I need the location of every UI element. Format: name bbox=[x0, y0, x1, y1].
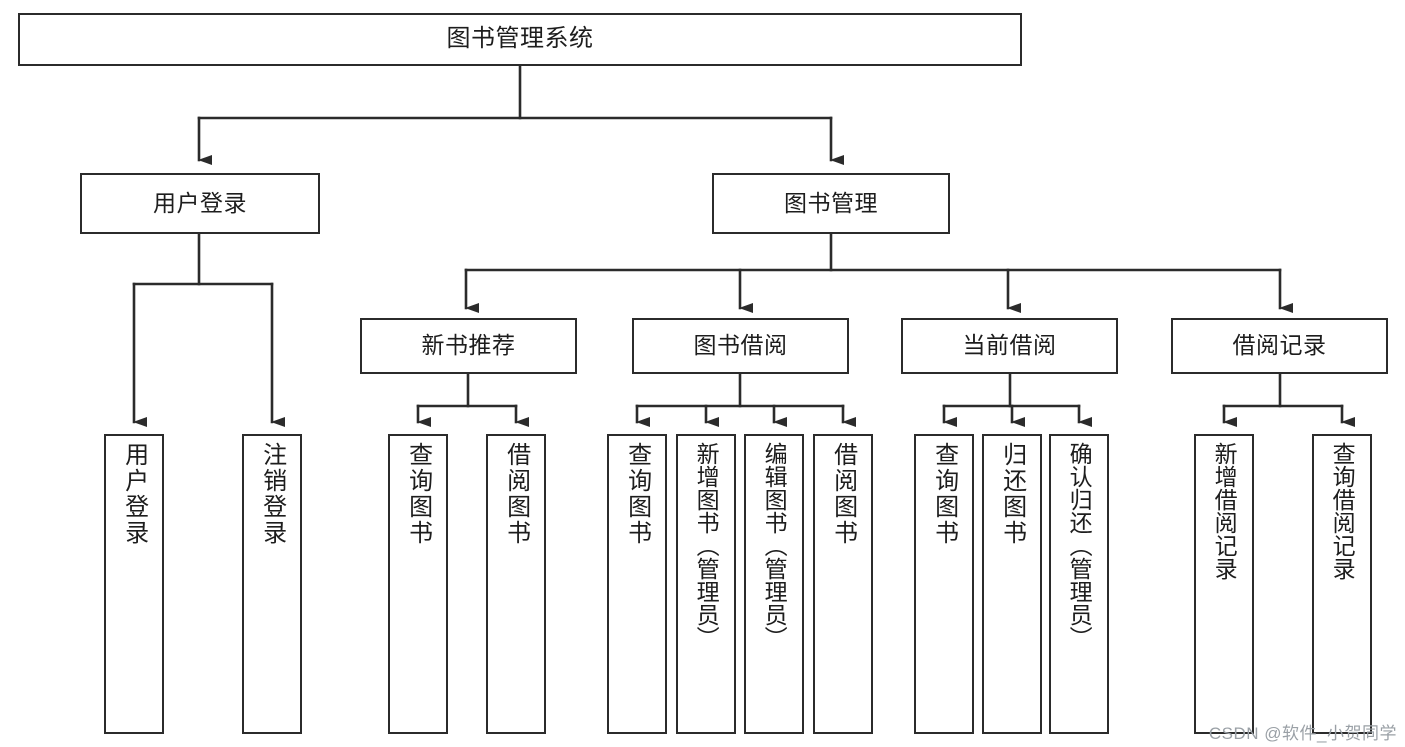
node-borrow-record[interactable]: 借阅记录 bbox=[1171, 318, 1388, 374]
node-new-book-recommend[interactable]: 新书推荐 bbox=[360, 318, 577, 374]
node-leaf-return-book-label: 归还图书 bbox=[998, 442, 1026, 546]
node-leaf-return-book[interactable]: 归还图书 bbox=[982, 434, 1042, 734]
node-leaf-add-borrow-record-label: 新增借阅记录 bbox=[1211, 442, 1238, 580]
node-leaf-query-book-recommend-label: 查询图书 bbox=[404, 442, 432, 546]
node-root-system[interactable]: 图书管理系统 bbox=[18, 13, 1022, 66]
node-leaf-query-book-current[interactable]: 查询图书 bbox=[914, 434, 974, 734]
node-leaf-borrow-book-recommend-label: 借阅图书 bbox=[502, 442, 530, 546]
node-borrow-record-label: 借阅记录 bbox=[1232, 332, 1327, 359]
node-user-login[interactable]: 用户登录 bbox=[80, 173, 320, 234]
node-leaf-query-book-current-label: 查询图书 bbox=[930, 442, 958, 546]
node-leaf-confirm-return-admin[interactable]: 确认归还（管理员） bbox=[1049, 434, 1109, 734]
node-user-login-label: 用户登录 bbox=[153, 189, 247, 216]
node-leaf-borrow-book-label: 借阅图书 bbox=[829, 442, 857, 546]
node-leaf-query-borrow-record[interactable]: 查询借阅记录 bbox=[1312, 434, 1372, 734]
node-leaf-query-book-borrow[interactable]: 查询图书 bbox=[607, 434, 667, 734]
node-leaf-borrow-book[interactable]: 借阅图书 bbox=[813, 434, 873, 734]
node-leaf-confirm-return-admin-label: 确认归还（管理员） bbox=[1066, 442, 1093, 649]
node-book-management-label: 图书管理 bbox=[784, 189, 878, 216]
node-leaf-add-borrow-record[interactable]: 新增借阅记录 bbox=[1194, 434, 1254, 734]
node-leaf-edit-book-admin-label: 编辑图书（管理员） bbox=[761, 442, 788, 649]
node-book-borrow-label: 图书借阅 bbox=[693, 332, 788, 359]
node-leaf-user-login[interactable]: 用户登录 bbox=[104, 434, 164, 734]
node-leaf-logout[interactable]: 注销登录 bbox=[242, 434, 302, 734]
node-leaf-borrow-book-recommend[interactable]: 借阅图书 bbox=[486, 434, 546, 734]
node-book-management[interactable]: 图书管理 bbox=[712, 173, 950, 234]
node-new-book-recommend-label: 新书推荐 bbox=[421, 332, 516, 359]
csdn-watermark: CSDN @软件_小贺同学 bbox=[1208, 724, 1397, 743]
node-leaf-logout-label: 注销登录 bbox=[258, 442, 286, 546]
node-leaf-user-login-label: 用户登录 bbox=[120, 442, 148, 546]
node-leaf-query-borrow-record-label: 查询借阅记录 bbox=[1329, 442, 1356, 580]
node-current-borrow[interactable]: 当前借阅 bbox=[901, 318, 1118, 374]
node-book-borrow[interactable]: 图书借阅 bbox=[632, 318, 849, 374]
node-leaf-query-book-recommend[interactable]: 查询图书 bbox=[388, 434, 448, 734]
node-leaf-add-book-admin-label: 新增图书（管理员） bbox=[693, 442, 720, 649]
node-leaf-add-book-admin[interactable]: 新增图书（管理员） bbox=[676, 434, 736, 734]
node-current-borrow-label: 当前借阅 bbox=[962, 332, 1057, 359]
node-leaf-edit-book-admin[interactable]: 编辑图书（管理员） bbox=[744, 434, 804, 734]
node-leaf-query-book-borrow-label: 查询图书 bbox=[623, 442, 651, 546]
node-root-system-label: 图书管理系统 bbox=[446, 25, 594, 53]
